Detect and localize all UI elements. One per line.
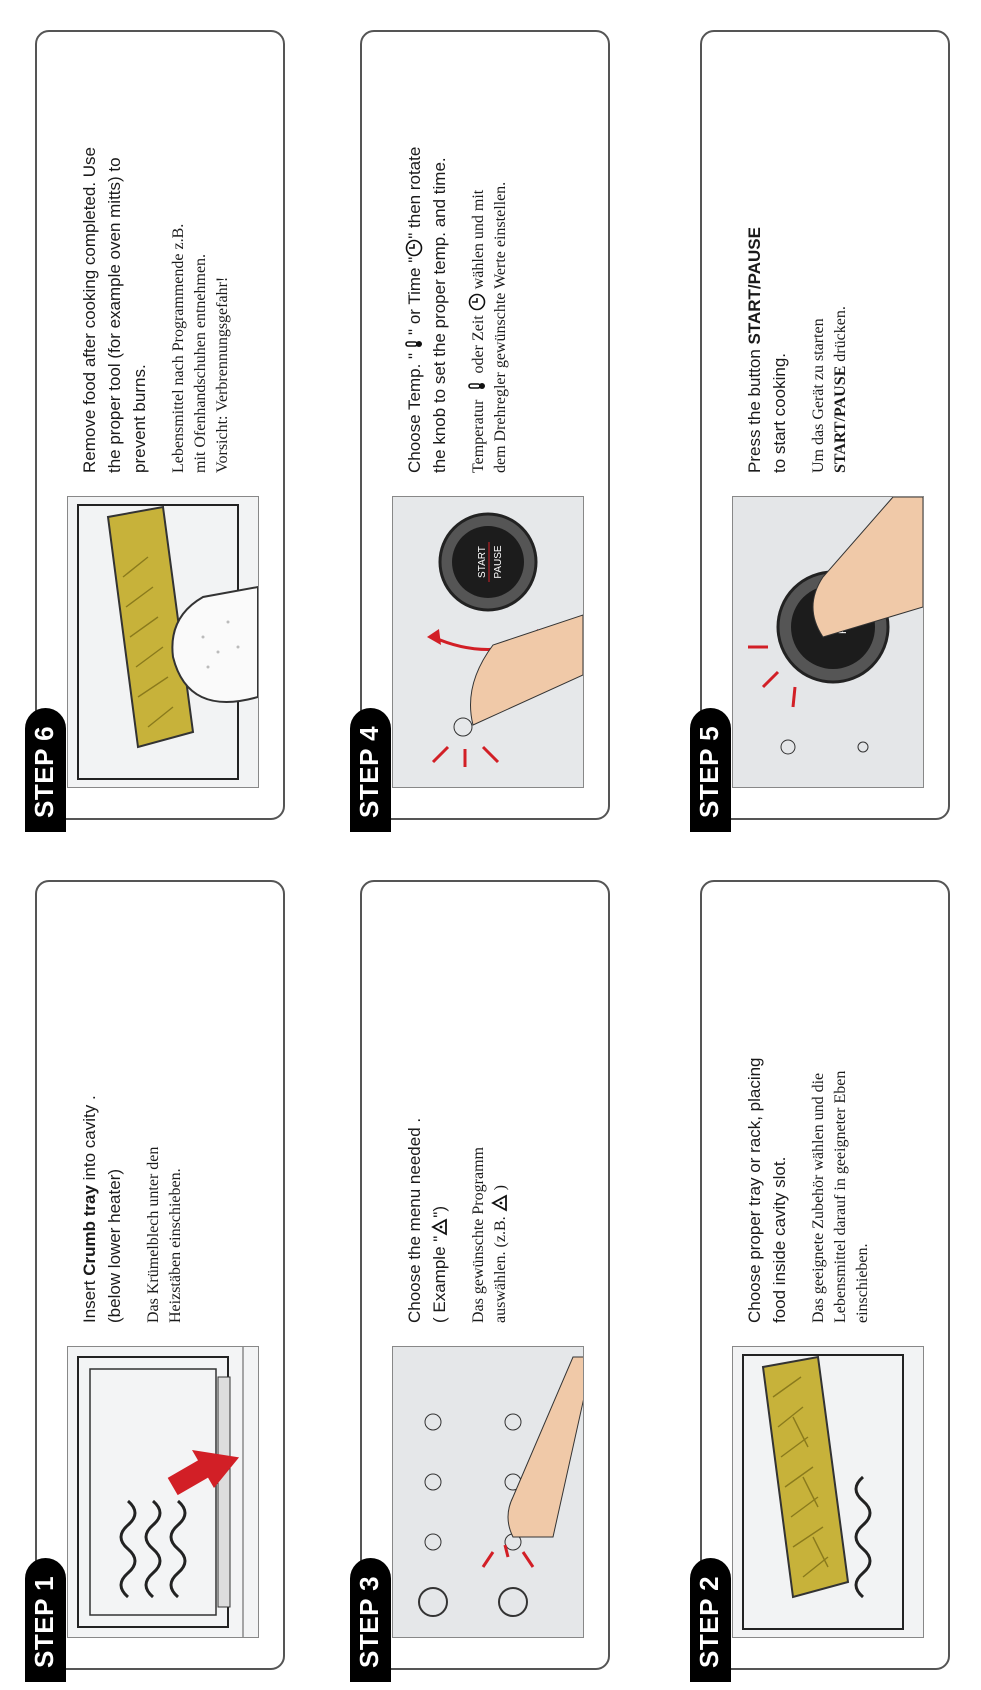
step-6-card: STEP 6 Remove food after cooking complet… [25,30,285,832]
step-4-de-a: Temperatur [470,395,487,473]
step-6-de-line3: Vorsicht: Verbrennungsgefahr! [214,276,231,473]
step-3-de-line2b: ) [492,1185,509,1195]
step-5-de-bold: START/PAUSE [832,365,849,473]
step-3-de-line1: Das gewünschte Programm [470,1147,487,1323]
step-6-en: Remove food after cooking completed. Use… [80,146,149,473]
step-2-de: Das geeignete Zubehör wählen und die Leb… [810,1070,871,1323]
step-2-illustration [732,1346,924,1638]
step-5-de-post: drücken. [832,306,849,366]
step-4-en-a: Choose Temp. " [405,352,424,473]
step-1-de: Das Krümelblech unter den Heizstäben ein… [145,1146,184,1323]
step-4-badge: STEP 4 [350,707,391,832]
step-1-illustration [67,1346,259,1638]
clock-icon [468,293,486,311]
step-3-en-line2b: ") [430,1206,449,1218]
step-1-en-post: into cavity . [80,1095,99,1186]
step-5-en-post: to start cooking. [770,352,789,473]
step-3-card: STEP 3 Choose the menu needed . [350,880,610,1682]
step-6-illustration [67,496,259,788]
oven-mitt-remove-tray-icon [68,497,259,787]
step-5-en-bold: START/PAUSE [745,227,764,345]
thermometer-icon [468,377,486,395]
step-4-en-b: " or Time " [405,256,424,335]
control-panel-press-icon [393,1347,584,1637]
step-3-badge: STEP 3 [350,1557,391,1682]
thermometer-icon [405,335,423,353]
start-pause-press-icon: ST PA [733,496,924,787]
pizza-program-icon [490,1194,508,1212]
step-1-badge: STEP 1 [25,1557,66,1682]
pizza-program-icon [430,1218,448,1236]
step-1-en-bold: Crumb tray [80,1185,99,1276]
tray-with-fries-icon [733,1347,923,1637]
step-3-illustration [392,1346,584,1638]
step-5-en-pre: Press the button [745,344,764,473]
step-4-de-b: oder Zeit [470,311,487,378]
step-1-en-pre: Insert [80,1275,99,1323]
step-5-illustration: ST PA [732,496,924,788]
step-4-card: STEP 4 START PAUSE Choose Temp [350,30,610,832]
step-6-badge: STEP 6 [25,707,66,832]
oven-cavity-crumb-tray-icon [68,1347,258,1637]
step-1-card: STEP 1 Insert Crumb tray into cavity . (… [25,880,285,1682]
knob-rotate-icon: START PAUSE [393,497,584,787]
step-2-badge: STEP 2 [690,1557,731,1682]
step-4-illustration: START PAUSE [392,496,584,788]
clock-icon [405,239,423,257]
step-2-en: Choose proper tray or rack, placing food… [745,1057,789,1323]
step-6-de-line1: Lebensmittel nach Programmende z.B. [170,223,187,473]
step-2-card: STEP 2 Choose proper tray or rack, placi… [690,880,950,1682]
knob-pause-label: PAUSE [493,545,504,578]
step-3-en-line2a: ( Example " [430,1235,449,1323]
step-5-badge: STEP 5 [690,707,731,832]
step-5-card: STEP 5 ST PA Press the button START/PAUS… [690,30,950,832]
knob-start-label: START [477,546,488,578]
step-3-en-line1: Choose the menu needed . [405,1117,424,1323]
step-6-de-line2: mit Ofenhandschuhen entnehmen. [192,253,209,473]
step-3-de-line2a: auswählen. (z.B. [492,1212,509,1323]
step-5-de-pre: Um das Gerät zu starten [810,318,827,473]
step-1-en-line2: (below lower heater) [105,1168,124,1323]
